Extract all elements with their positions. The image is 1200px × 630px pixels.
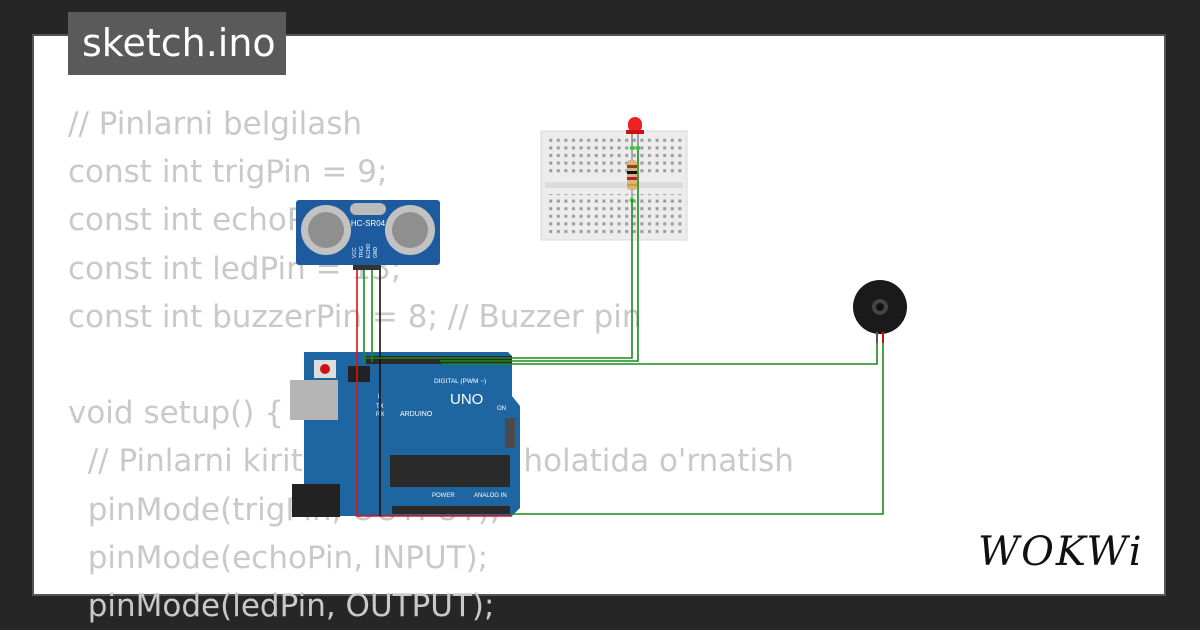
wire-green-buzzer-gnd: [512, 343, 884, 515]
arduino-uno[interactable]: DIGITAL (PWM ~) UNO ARDUINO POWER ANALOG…: [290, 352, 520, 517]
preview-card: [34, 36, 1164, 594]
wires: [356, 150, 884, 517]
wokwi-logo-text: WOKWi: [978, 529, 1144, 575]
breadboard[interactable]: [540, 130, 688, 241]
wokwi-logo-mark: WOKWi: [978, 529, 1144, 575]
sensor-pin-label: ECHO: [366, 243, 372, 258]
led-red[interactable]: [626, 117, 644, 151]
code-line: pinMode(ledPin, OUTPUT);: [68, 587, 495, 624]
analog-header-label: ANALOG IN: [474, 493, 507, 499]
wire-green-led: [366, 200, 633, 359]
code-line: void setup() {: [68, 395, 284, 432]
power-header-label: POWER: [432, 493, 455, 499]
wire-green-resistor: [440, 150, 639, 362]
code-preview: // Pinlarni belgilash const int trigPin …: [68, 100, 1068, 630]
code-line: const int trigPin = 9;: [68, 154, 388, 191]
resistor[interactable]: [627, 150, 637, 203]
on-label: ON: [497, 406, 506, 412]
wire-green-buzzer-signal: [442, 343, 878, 365]
sensor-label: HC-SR04: [351, 219, 386, 228]
digital-header-label: DIGITAL (PWM ~): [434, 378, 486, 385]
board-name: UNO: [450, 391, 483, 408]
board-brand: ARDUINO: [400, 411, 433, 418]
sensor-pin-label: VCC: [352, 247, 358, 258]
code-line: // Pinlarni belgilash: [68, 106, 363, 142]
buzzer[interactable]: [853, 280, 907, 343]
ultrasonic-sensor[interactable]: HC-SR04 VCC TRIG ECHO GND: [296, 200, 440, 270]
code-line: pinMode(echoPin, INPUT);: [68, 539, 489, 576]
code-line: const int buzzerPin = 8; // Buzzer pin: [68, 298, 642, 335]
wokwi-logo: WOKWi: [974, 522, 1150, 581]
file-tab-title: sketch.ino: [82, 21, 276, 65]
wire-red-vcc: [356, 270, 512, 517]
file-tab[interactable]: sketch.ino: [68, 12, 286, 75]
sensor-pin-label: GND: [373, 247, 379, 259]
code-line: const int ledPin = 13;: [68, 250, 402, 287]
sensor-pin-label: TRIG: [359, 246, 365, 258]
